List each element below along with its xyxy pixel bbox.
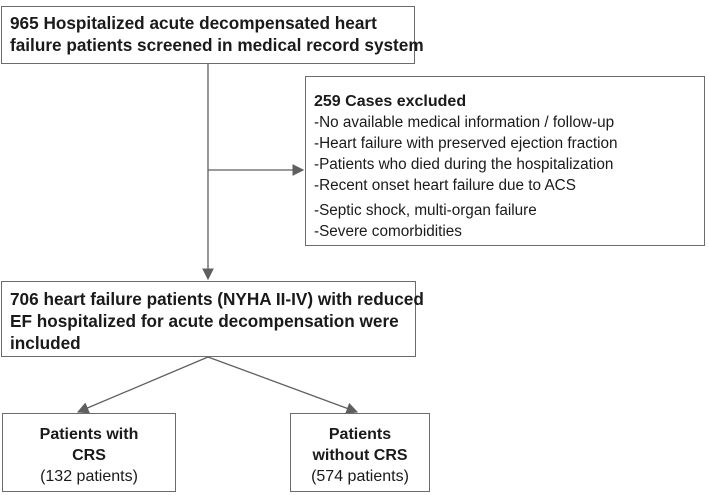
without-crs-line-1: Patients	[328, 426, 392, 443]
arrow-to-without-crs	[207, 356, 359, 414]
excluded-item: -Septic shock, multi-organ failure	[314, 202, 537, 219]
patients-without-crs-box: Patients without CRS (574 patients)	[290, 413, 430, 492]
patients-with-crs-box: Patients with CRS (132 patients)	[2, 413, 176, 492]
excluded-item: -Heart failure with preserved ejection f…	[314, 135, 618, 152]
included-line-3: included	[10, 333, 81, 353]
without-crs-count: (574 patients)	[311, 468, 409, 485]
included-line-1: 706 heart failure patients (NYHA II-IV) …	[10, 289, 424, 309]
included-patients-box: 706 heart failure patients (NYHA II-IV) …	[1, 281, 424, 357]
excluded-item: -Patients who died during the hospitaliz…	[314, 156, 614, 173]
excluded-title: 259 Cases excluded	[314, 93, 467, 110]
excluded-item: -Severe comorbidities	[314, 223, 462, 240]
without-crs-line-2: without CRS	[312, 447, 408, 464]
screened-patients-box: 965 Hospitalized acute decompensated hea…	[1, 6, 424, 64]
screened-line-1: 965 Hospitalized acute decompensated hea…	[10, 13, 377, 33]
with-crs-line-1: Patients with	[39, 426, 139, 443]
with-crs-line-2: CRS	[72, 447, 106, 464]
arrow-to-with-crs	[76, 356, 209, 414]
included-line-2: EF hospitalized for acute decompensation…	[10, 311, 399, 331]
excluded-item: -No available medical information / foll…	[314, 114, 615, 131]
excluded-cases-box: 259 Cases excluded -No available medical…	[305, 76, 705, 246]
excluded-item: -Recent onset heart failure due to ACS	[314, 177, 576, 194]
screened-line-2: failure patients screened in medical rec…	[10, 35, 424, 55]
with-crs-count: (132 patients)	[40, 468, 138, 485]
